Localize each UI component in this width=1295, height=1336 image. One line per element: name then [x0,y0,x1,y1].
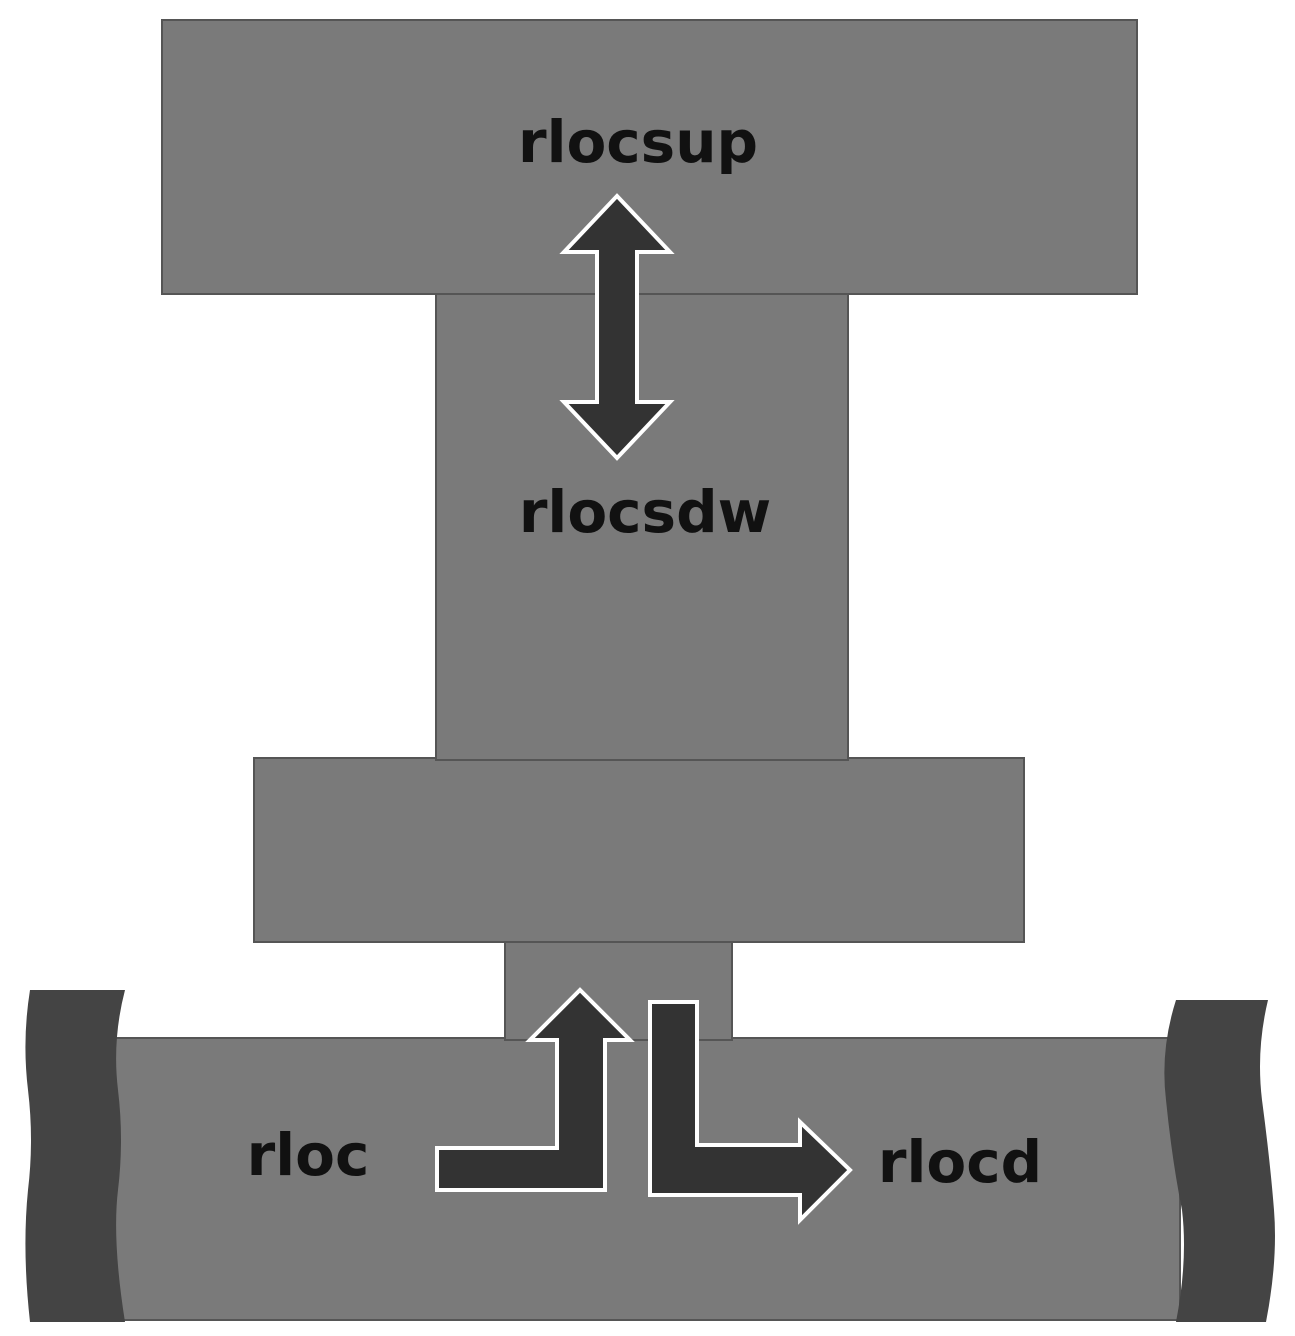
label-rloc: rloc [247,1121,370,1189]
right-pipe-end [1164,1000,1275,1322]
vertical-column [435,279,849,761]
left-pipe-end [25,990,125,1322]
outlet-elbow-arrow-icon [648,1000,853,1225]
label-rlocd: rlocd [878,1128,1042,1196]
main-pipe [107,1037,1181,1321]
label-rlocsup: rlocsup [518,108,758,176]
label-rlocsdw: rlocsdw [519,478,771,546]
double-arrow-icon [559,193,675,461]
lower-chamber [253,757,1025,943]
inlet-elbow-arrow-icon [435,987,635,1192]
